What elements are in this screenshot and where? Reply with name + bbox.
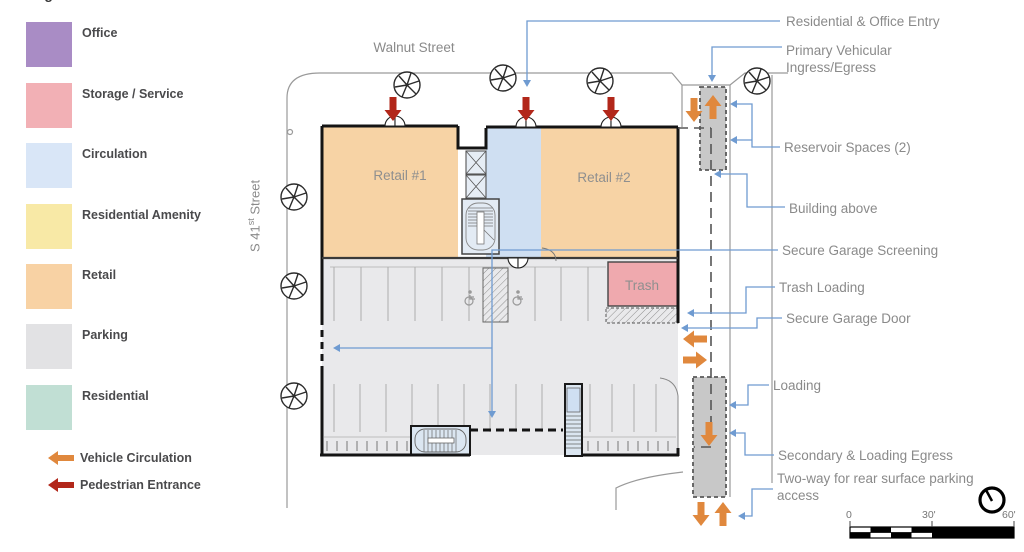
street-label-walnut: Walnut Street xyxy=(373,40,455,55)
legend-title: Legend xyxy=(28,0,78,2)
legend-item-circulation: Circulation xyxy=(82,147,148,161)
legend-swatch-residential xyxy=(26,385,72,430)
elevator-shafts xyxy=(465,150,487,199)
retail-1-label: Retail #1 xyxy=(373,168,427,183)
callout-secondary-loading-egress: Secondary & Loading Egress xyxy=(778,448,953,463)
callout-primary-vehicular: Primary Vehicular Ingress/Egress xyxy=(786,43,892,75)
street-label-s41st: S 41st Street xyxy=(246,179,263,252)
callout-reservoir-spaces: Reservoir Spaces (2) xyxy=(784,140,911,155)
legend-item-residential-amenity: Residential Amenity xyxy=(82,208,202,222)
retail-1-area xyxy=(322,127,458,258)
legend-item-pedestrian-entrance: Pedestrian Entrance xyxy=(80,478,201,492)
trash-loading-strip xyxy=(605,307,679,324)
stair-room-south-east xyxy=(564,383,583,457)
pedestrian-arrow-icons xyxy=(384,97,620,121)
pedestrian-entrance-arrow-icon xyxy=(48,478,74,492)
retail-2-area xyxy=(541,127,678,258)
legend-swatch-office xyxy=(26,22,72,67)
north-arrow-icon xyxy=(978,486,1006,514)
callout-building-above: Building above xyxy=(789,201,878,216)
legend-item-residential: Residential xyxy=(82,389,149,403)
callout-secure-garage-screening: Secure Garage Screening xyxy=(782,243,939,258)
stair-room-south-west xyxy=(410,425,471,456)
callout-secure-garage-door: Secure Garage Door xyxy=(786,311,911,326)
stair-core-north xyxy=(461,198,500,255)
accessible-parking-icon xyxy=(512,290,523,306)
scale-bar xyxy=(849,521,1015,539)
legend-item-vehicle-circulation: Vehicle Circulation xyxy=(80,451,192,465)
legend-item-office: Office xyxy=(82,26,118,40)
building-above-dashed-line xyxy=(678,127,712,448)
site-boundary-lines xyxy=(286,72,788,510)
scale-tick-30: 30' xyxy=(922,509,936,521)
retail-2-label: Retail #2 xyxy=(577,170,631,185)
legend-swatch-residential-amenity xyxy=(26,204,72,249)
callout-loading: Loading xyxy=(773,378,822,393)
vehicle-circulation-arrow-icon xyxy=(48,451,74,465)
callout-trash-loading: Trash Loading xyxy=(779,280,865,295)
entry-notch xyxy=(458,126,486,149)
scale-tick-60: 60' xyxy=(1002,509,1016,521)
trash-room-label: Trash xyxy=(624,278,659,293)
bike-rack-ticks xyxy=(326,441,669,451)
garage-corner-curb xyxy=(659,377,679,448)
callout-lines xyxy=(338,20,785,517)
legend-swatch-parking xyxy=(26,324,72,369)
legend-item-parking: Parking xyxy=(82,328,128,342)
legend-swatch-retail xyxy=(26,264,72,309)
scale-tick-0: 0 xyxy=(846,509,852,521)
no-parking-hatch xyxy=(482,267,509,323)
legend-swatch-circulation xyxy=(26,143,72,188)
callout-residential-office-entry: Residential & Office Entry xyxy=(786,14,940,29)
legend-item-storage-service: Storage / Service xyxy=(82,87,184,101)
trash-room xyxy=(607,261,679,307)
accessible-parking-icon xyxy=(464,290,475,306)
legend-item-retail: Retail xyxy=(82,268,117,282)
door-swing-arc xyxy=(541,247,557,262)
legend-swatch-storage-service xyxy=(26,83,72,128)
callout-two-way-rear-access: Two-way for rear surface parking access xyxy=(777,471,974,503)
